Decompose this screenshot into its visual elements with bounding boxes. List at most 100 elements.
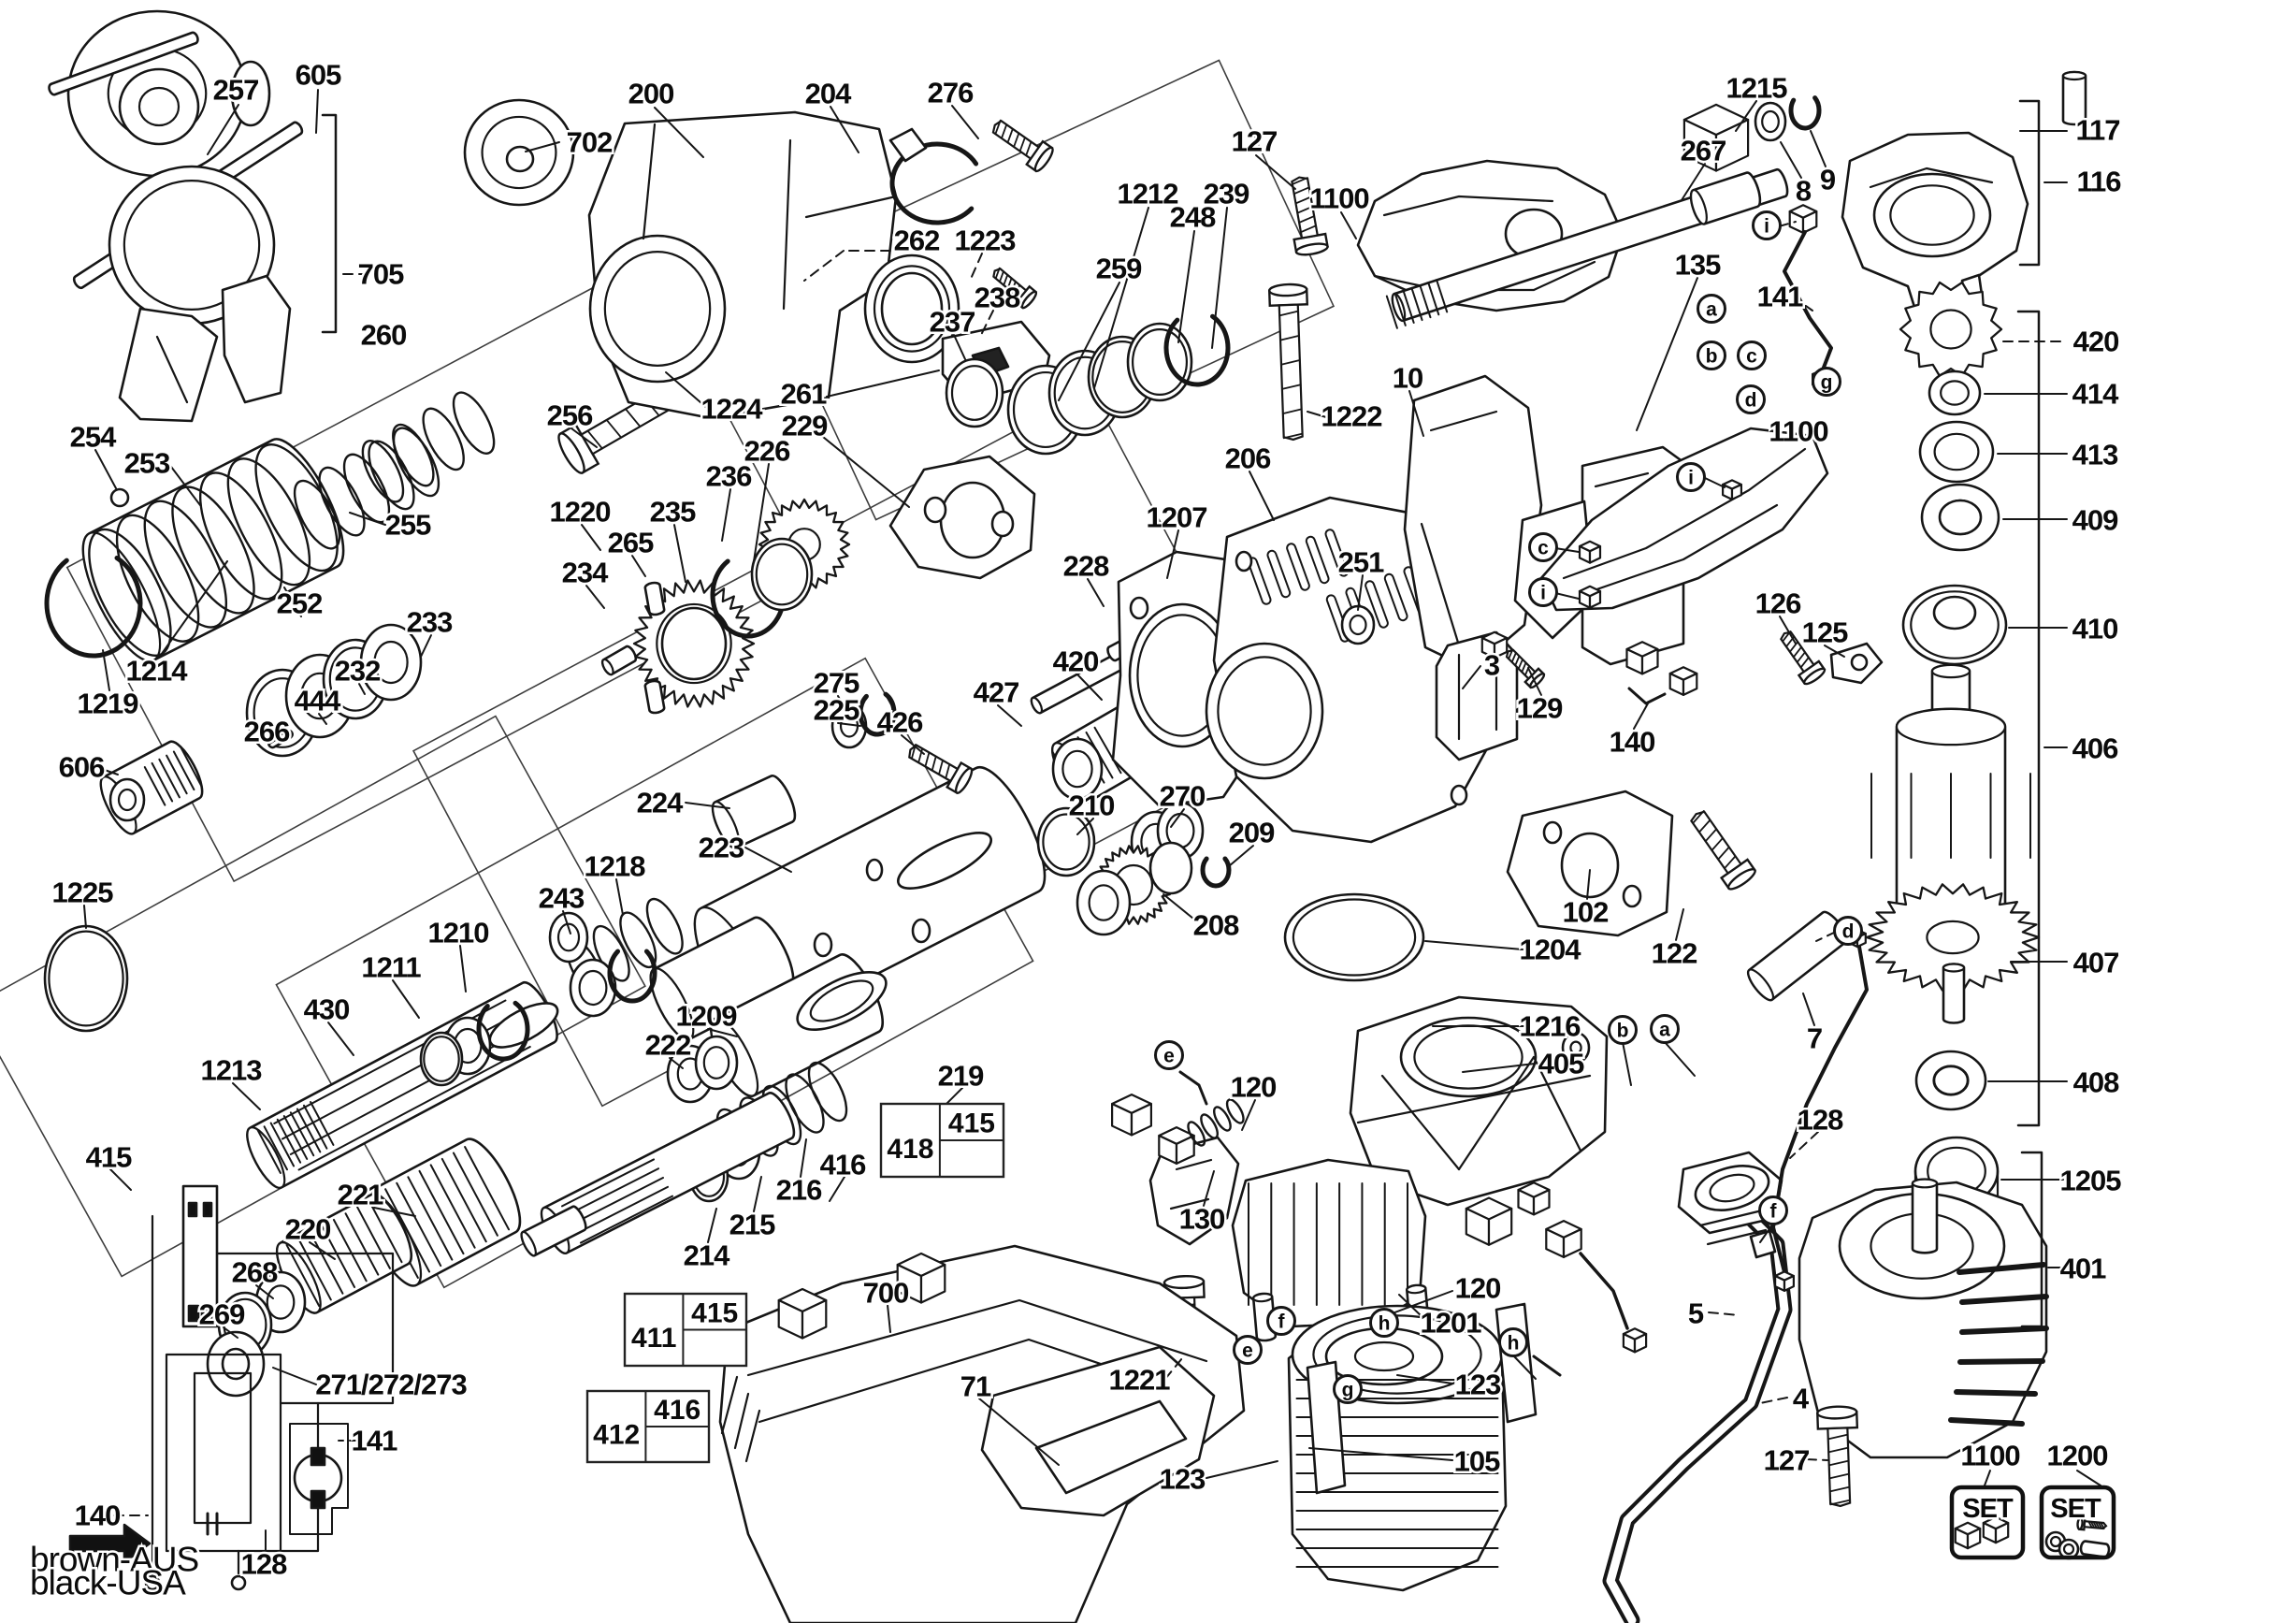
cylinder-part	[600, 645, 638, 676]
part-label-127: 127	[1764, 1444, 1810, 1477]
part-label-416: 416	[820, 1149, 866, 1181]
part-label-125: 125	[1802, 616, 1848, 649]
part-label-123: 123	[1160, 1463, 1206, 1496]
part-label-1219: 1219	[78, 688, 139, 720]
fin-lines	[285, 1199, 403, 1308]
part-outline	[888, 127, 928, 163]
leader-line	[1702, 476, 1726, 488]
ref-box-cell: 415	[948, 1109, 995, 1139]
ring-part	[548, 911, 589, 964]
block-part	[1517, 1181, 1551, 1216]
part-label-1204: 1204	[1520, 934, 1582, 966]
leader-line	[1357, 574, 1364, 611]
part-label-1201: 1201	[1421, 1307, 1482, 1340]
part-label-122: 122	[1652, 937, 1697, 970]
leader-line	[581, 524, 601, 551]
circlip-part	[1200, 856, 1232, 889]
fin-lines	[143, 746, 203, 806]
leader-line	[1554, 592, 1580, 600]
leader-line	[837, 695, 848, 714]
callout-letter-b: b	[1697, 341, 1726, 370]
wire-part	[1178, 1070, 1208, 1106]
callout-letter-d: d	[1833, 916, 1863, 946]
ring-part	[1560, 832, 1620, 899]
circlip-part	[1163, 313, 1231, 387]
leader-line	[1810, 130, 1827, 167]
leader-line	[753, 1176, 762, 1212]
part-label-268: 268	[232, 1256, 278, 1289]
part-label-1214: 1214	[126, 655, 189, 688]
part-label-257: 257	[213, 74, 259, 107]
callout-letter-f: f	[1758, 1196, 1788, 1225]
part-label-105: 105	[1454, 1445, 1500, 1478]
part-label-235: 235	[650, 496, 696, 529]
part-label-267: 267	[1681, 135, 1726, 167]
part-label-brown-AUS: brown-AUS	[30, 1541, 198, 1579]
leader-line	[1664, 1041, 1696, 1077]
part-label-410: 410	[2072, 613, 2118, 645]
leader-line	[669, 1057, 684, 1069]
leader-line	[1228, 845, 1254, 867]
leader-line	[1170, 808, 1185, 828]
part-label-1220: 1220	[550, 496, 611, 529]
set-box-1200	[2039, 1485, 2116, 1560]
leader-line	[1681, 163, 1706, 201]
part-outline	[1749, 1229, 1777, 1259]
leader-line	[1241, 1099, 1256, 1131]
ring-part	[359, 623, 423, 702]
block-part	[1774, 1270, 1795, 1292]
part-outline	[221, 274, 292, 404]
part-label-120: 120	[1455, 1272, 1501, 1305]
block-part	[1158, 1126, 1195, 1166]
ring-part	[1036, 806, 1096, 877]
part-label-135: 135	[1675, 249, 1721, 282]
ring-part	[118, 67, 200, 146]
ref-box-418-415: 418 415	[879, 1102, 1005, 1179]
ring-part	[1622, 884, 1642, 908]
leader-line	[800, 1138, 807, 1178]
leader-line	[673, 524, 686, 583]
part-outline	[68, 1523, 152, 1564]
spring-part	[293, 427, 440, 550]
ring-part	[1051, 737, 1104, 801]
part-label-251: 251	[1338, 546, 1384, 579]
part-label-262: 262	[894, 225, 940, 257]
ring-part	[230, 1574, 247, 1591]
leader-line	[1076, 818, 1094, 835]
leader-line	[459, 945, 467, 993]
callout-letter-c: c	[1528, 532, 1558, 562]
svg-text:e: e	[1242, 1340, 1253, 1362]
part-outline	[310, 1489, 326, 1510]
ring-part	[1129, 596, 1149, 620]
ring-part	[1324, 1326, 1444, 1386]
leader-line	[615, 878, 624, 916]
part-label-223: 223	[699, 832, 744, 864]
ring-part	[945, 357, 1004, 428]
cylinder-part	[1689, 171, 1762, 225]
detail-lines	[2018, 99, 2041, 267]
screw-part	[1780, 630, 1827, 686]
callout-letter-c: c	[1737, 341, 1767, 370]
leader-line	[1779, 616, 1797, 645]
leader-line	[283, 587, 302, 617]
part-label-406: 406	[2072, 732, 2118, 765]
circlip-part	[889, 141, 979, 225]
ring-part	[1872, 172, 1992, 258]
leader-line	[803, 250, 845, 282]
circlip-part	[1788, 95, 1822, 131]
ring-part	[144, 1574, 161, 1591]
part-label-236: 236	[706, 460, 752, 493]
part-outline	[118, 307, 219, 423]
ref-box-cell: 418	[887, 1134, 933, 1165]
spring-part	[1187, 1098, 1245, 1147]
ring-part	[1694, 1165, 1770, 1211]
svg-text:g: g	[1342, 1380, 1354, 1401]
wire-part	[1602, 1194, 1793, 1623]
leader-line	[1396, 1374, 1453, 1384]
leader-line	[327, 1022, 354, 1056]
leader-line	[1307, 411, 1327, 418]
screw-part	[991, 119, 1054, 173]
ring-part	[1283, 892, 1425, 982]
leader-line	[109, 1168, 132, 1191]
